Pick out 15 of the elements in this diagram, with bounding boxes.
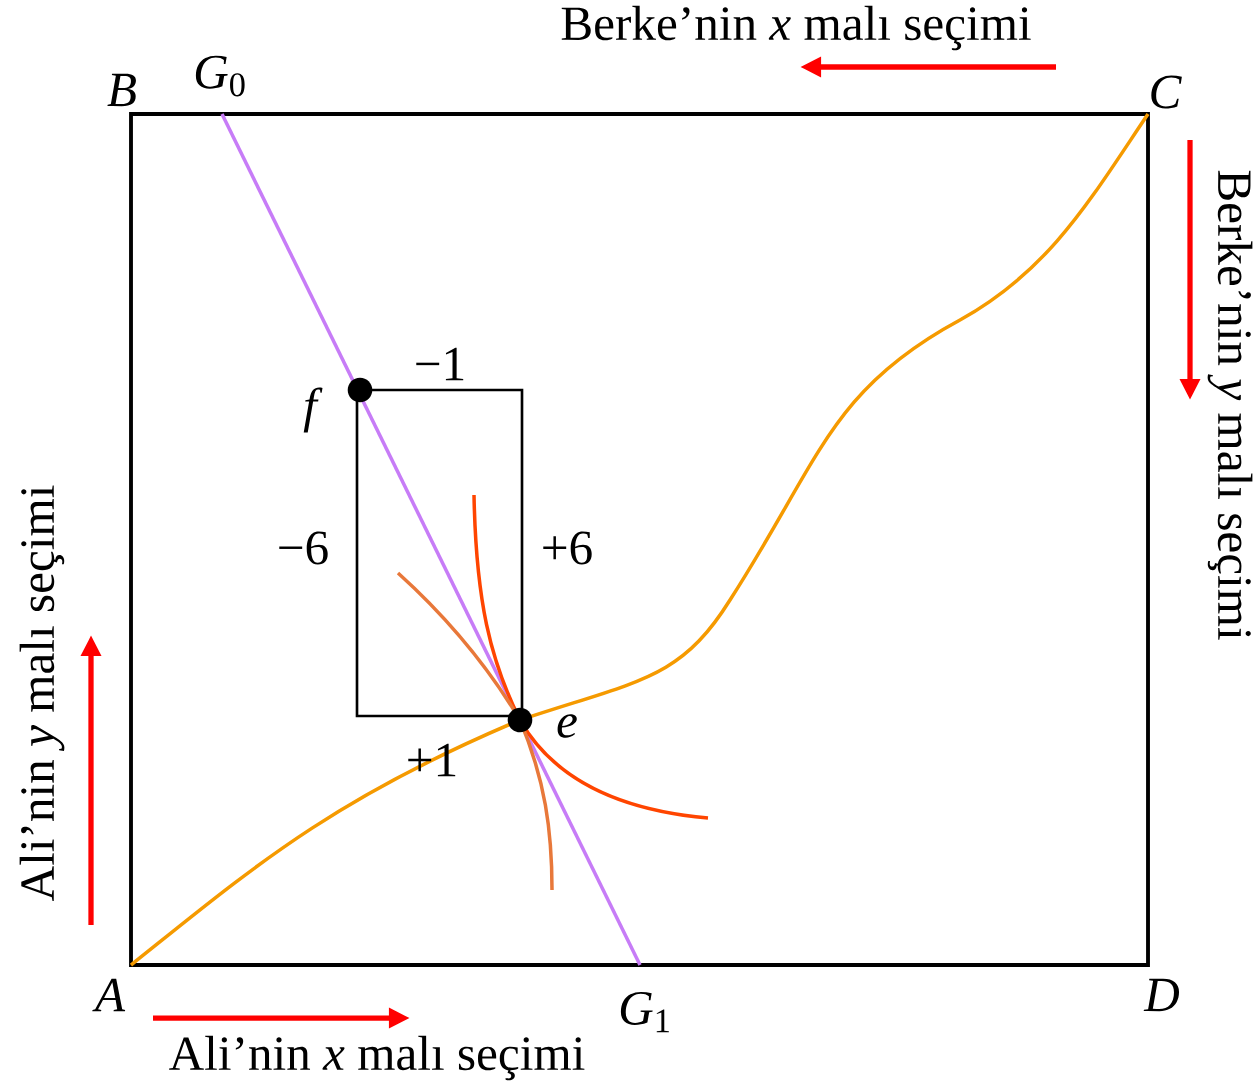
corner-label: B (107, 73, 136, 107)
point-label: G$_{1}$ (620, 991, 669, 1033)
axis-title: Berke’nin x malı seçimi (561, 5, 1031, 51)
change-label: +6 (543, 531, 592, 565)
change-label: −6 (279, 531, 328, 565)
axis-title: Ali’nin x malı seçimi (169, 1035, 585, 1081)
axis-title: Berke’nin y malı seçimi (1207, 170, 1253, 640)
point-label: e (557, 714, 577, 738)
change-label: −1 (416, 347, 464, 381)
axis-title: Ali’nin y malı seçimi (19, 485, 65, 901)
point-label: f (303, 387, 323, 433)
corner-label: D (1143, 978, 1179, 1012)
point-label: G$_{0}$ (195, 55, 245, 97)
corner-label: A (92, 978, 126, 1012)
corner-label: C (1151, 75, 1182, 109)
